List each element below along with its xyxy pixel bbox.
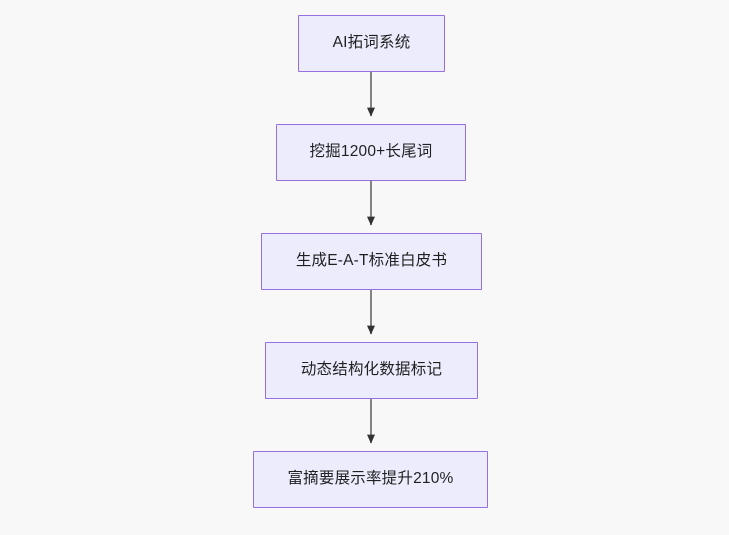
flowchart-node-ai-keyword-system[interactable]: AI拓词系统 [298, 15, 445, 72]
flowchart-node-generate-eat-whitepaper[interactable]: 生成E-A-T标准白皮书 [261, 233, 482, 290]
flowchart-node-mine-longtail-keywords[interactable]: 挖掘1200+长尾词 [276, 124, 466, 181]
flowchart-node-label: 生成E-A-T标准白皮书 [295, 252, 448, 270]
flowchart-node-label: 富摘要展示率提升210% [287, 470, 454, 488]
flowchart-node-rich-snippet-rate-increase[interactable]: 富摘要展示率提升210% [253, 451, 488, 508]
flowchart-node-label: 动态结构化数据标记 [300, 361, 443, 379]
flowchart-node-dynamic-structured-data-markup[interactable]: 动态结构化数据标记 [265, 342, 478, 399]
flowchart-node-label: AI拓词系统 [332, 34, 411, 52]
flowchart-node-label: 挖掘1200+长尾词 [309, 143, 433, 161]
